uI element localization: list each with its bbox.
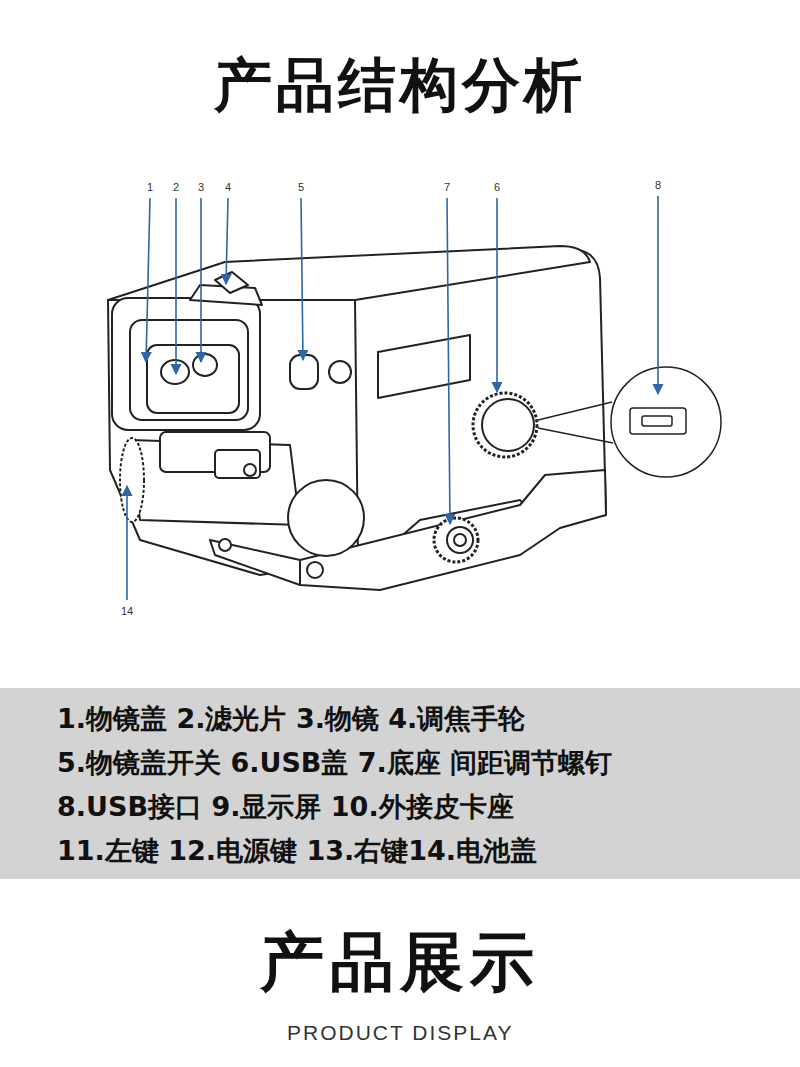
callout-number: 14 — [121, 605, 133, 617]
section-subheading: PRODUCT DISPLAY — [287, 1021, 513, 1045]
callout-number: 5 — [298, 181, 304, 193]
page-title: 产品结构分析 — [214, 47, 586, 125]
part-list-line: 11.左键 12.电源键 13.右键14.电池盖 — [57, 829, 800, 873]
callout-number: 3 — [198, 181, 204, 193]
callout-number: 4 — [225, 181, 231, 193]
part-list-line: 8.USB接口 9.显示屏 10.外接皮卡座 — [57, 785, 800, 829]
part-list-line: 5.物镜盖开关 6.USB盖 7.底座 间距调节螺钉 — [57, 741, 800, 785]
part-list-line: 1.物镜盖 2.滤光片 3.物镜 4.调焦手轮 — [57, 697, 800, 741]
callout-number: 6 — [494, 181, 500, 193]
callout-number: 2 — [173, 181, 179, 193]
section-heading: 产品展示 — [260, 919, 540, 1006]
legend-band: 1.物镜盖 2.滤光片 3.物镜 4.调焦手轮5.物镜盖开关 6.USB盖 7.… — [0, 688, 800, 879]
callout-number: 7 — [444, 181, 450, 193]
callout-number: 1 — [147, 181, 153, 193]
callout-number: 8 — [655, 179, 661, 191]
